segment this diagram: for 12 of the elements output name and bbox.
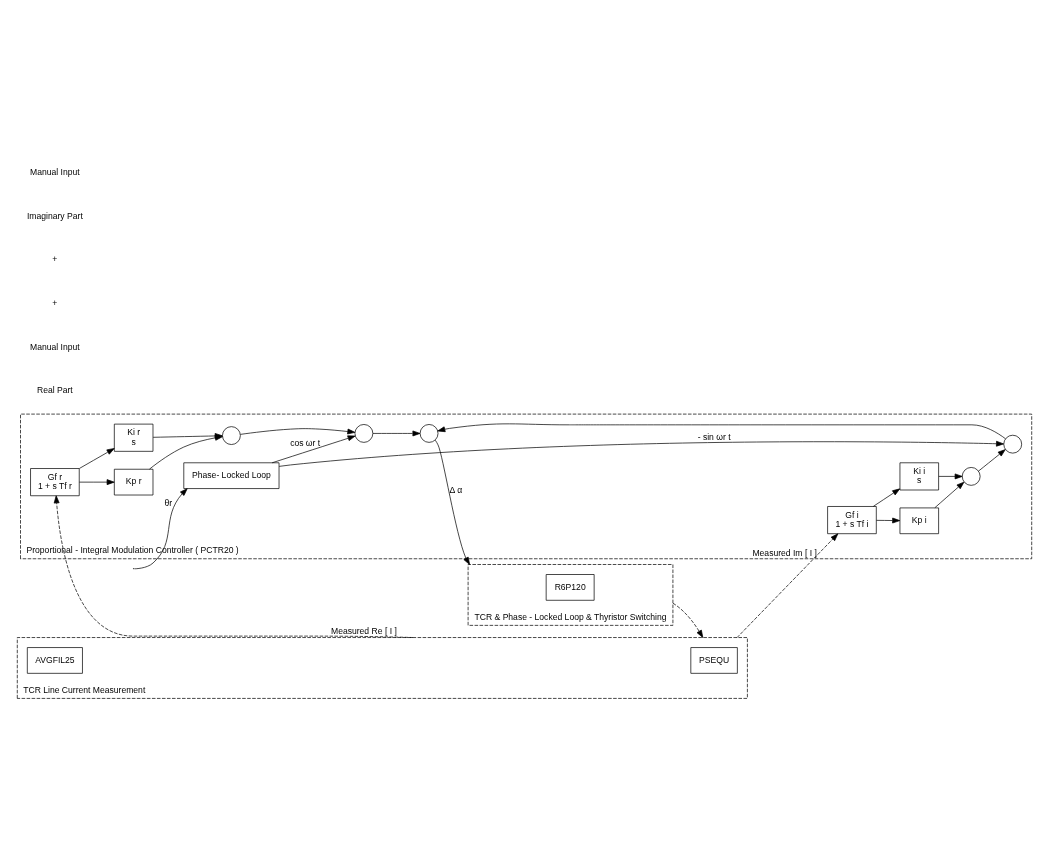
edge-label: - sin ωr t xyxy=(697,431,731,442)
label: Imaginary Part xyxy=(27,210,83,221)
edge-label: Measured Re [ I ] xyxy=(331,625,397,636)
edge-label: cos ωr t xyxy=(290,437,321,448)
edge-label: Measured Im [ I ] xyxy=(752,547,817,558)
edge-label: θr xyxy=(164,497,173,508)
label: Real Part xyxy=(37,384,73,395)
label: + xyxy=(52,297,58,308)
label: Manual Input xyxy=(30,166,80,177)
label: Manual Input xyxy=(30,341,80,352)
label: + xyxy=(52,253,58,264)
edge-label: Δ α xyxy=(449,484,463,495)
